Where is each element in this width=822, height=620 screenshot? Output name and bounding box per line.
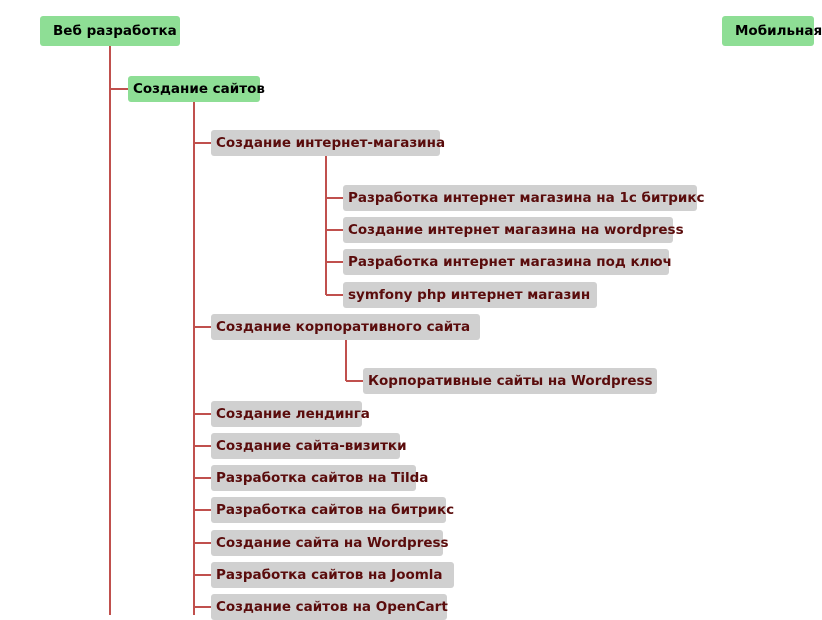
node-joomla[interactable]: Разработка сайтов на Joomla [211,562,454,588]
node-store-turnkey[interactable]: Разработка интернет магазина под ключ [343,249,672,275]
node-store-1c-bitrix[interactable]: Разработка интернет магазина на 1с битри… [343,185,705,211]
node-store-wordpress[interactable]: Создание интернет магазина на wordpress [343,217,684,243]
node-bitrix[interactable]: Разработка сайтов на битрикс [211,497,454,523]
node-business-card[interactable]: Создание сайта-визитки [211,433,407,459]
node-store-symfony[interactable]: symfony php интернет магазин [343,282,597,308]
node-corporate-wordpress[interactable]: Корпоративные сайты на Wordpress [363,368,657,394]
node-tilda[interactable]: Разработка сайтов на Tilda [211,465,428,491]
node-opencart[interactable]: Создание сайтов на OpenCart [211,594,448,620]
node-site-creation[interactable]: Создание сайтов [128,76,265,102]
root-node-mobile[interactable]: Мобильная [722,16,822,46]
node-online-store[interactable]: Создание интернет-магазина [211,130,445,156]
node-wordpress[interactable]: Создание сайта на Wordpress [211,530,449,556]
node-corporate-site[interactable]: Создание корпоративного сайта [211,314,480,340]
root-node-web-development[interactable]: Веб разработка [40,16,180,46]
node-landing[interactable]: Создание лендинга [211,401,370,427]
